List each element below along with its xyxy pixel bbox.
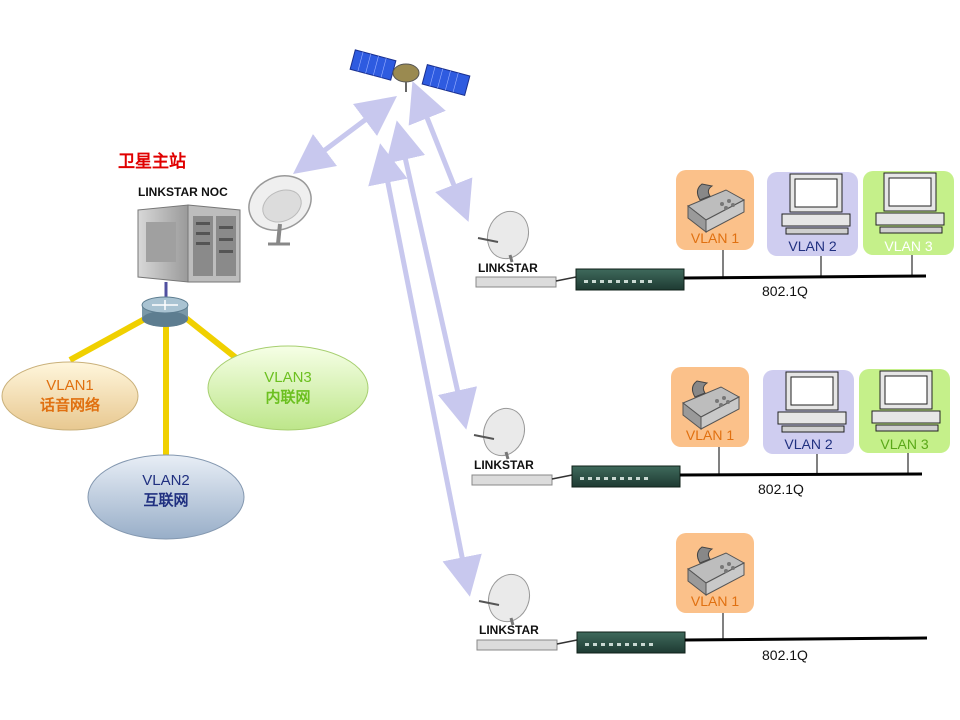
- noc-server-rack-icon: [137, 204, 241, 283]
- site2-link-arrow: [385, 120, 478, 430]
- hub-title: 卫星主站: [118, 152, 186, 172]
- site2-trunk-label: 802.1Q: [758, 481, 804, 497]
- site3-graphics: [476, 533, 928, 654]
- site1-switch-icon: [575, 268, 685, 291]
- computer-icon: [875, 172, 945, 234]
- vlan2-cloud-label: VLAN2 互联网: [142, 472, 190, 509]
- vlan2-cloud: [87, 454, 245, 540]
- satellite-links: [293, 81, 482, 597]
- site3-link-arrow: [368, 143, 482, 597]
- site2-vlan2-label: VLAN 2: [784, 436, 833, 452]
- hub-uplink-arrow: [293, 96, 397, 174]
- site2-terminal-label: LINKSTAR: [474, 458, 534, 472]
- site2-vlan1-label: VLAN 1: [685, 427, 735, 443]
- computer-icon: [777, 371, 847, 433]
- vlan1-cloud: [1, 361, 139, 431]
- site1-vlan1-label: VLAN 1: [690, 230, 740, 246]
- vlan1-cloud-label: VLAN1 话音网络: [39, 377, 100, 414]
- hub-dish-icon: [248, 175, 312, 246]
- satellite-icon: [349, 49, 471, 96]
- site3-trunk-label: 802.1Q: [762, 647, 808, 663]
- router-icon: [141, 296, 189, 327]
- site1-vlan2-label: VLAN 2: [788, 238, 837, 254]
- site1-vlan3-label: VLAN 3: [884, 238, 933, 254]
- site3-switch-icon: [576, 631, 686, 654]
- site2-dish-icon: [471, 407, 553, 486]
- vlan3-cloud-label: VLAN3 内联网: [264, 369, 312, 406]
- computer-icon: [781, 173, 851, 235]
- phone-icon: [687, 546, 746, 597]
- site1-trunk-label: 802.1Q: [762, 283, 808, 299]
- computer-icon: [871, 370, 941, 432]
- site2-vlan3-label: VLAN 3: [880, 436, 929, 452]
- site2-graphics: [471, 367, 950, 488]
- site2-switch-icon: [571, 465, 681, 488]
- site3-dish-icon: [476, 573, 558, 651]
- site1-dish-icon: [475, 210, 557, 288]
- phone-icon: [682, 380, 741, 431]
- site3-terminal-label: LINKSTAR: [479, 623, 539, 637]
- vlan3-cloud: [207, 345, 369, 431]
- site3-vlan1-label: VLAN 1: [690, 593, 740, 609]
- noc-label: LINKSTAR NOC: [138, 185, 228, 199]
- site1-link-arrow: [408, 81, 473, 222]
- site1-graphics: [475, 170, 954, 291]
- phone-icon: [687, 183, 746, 234]
- site1-terminal-label: LINKSTAR: [478, 261, 538, 275]
